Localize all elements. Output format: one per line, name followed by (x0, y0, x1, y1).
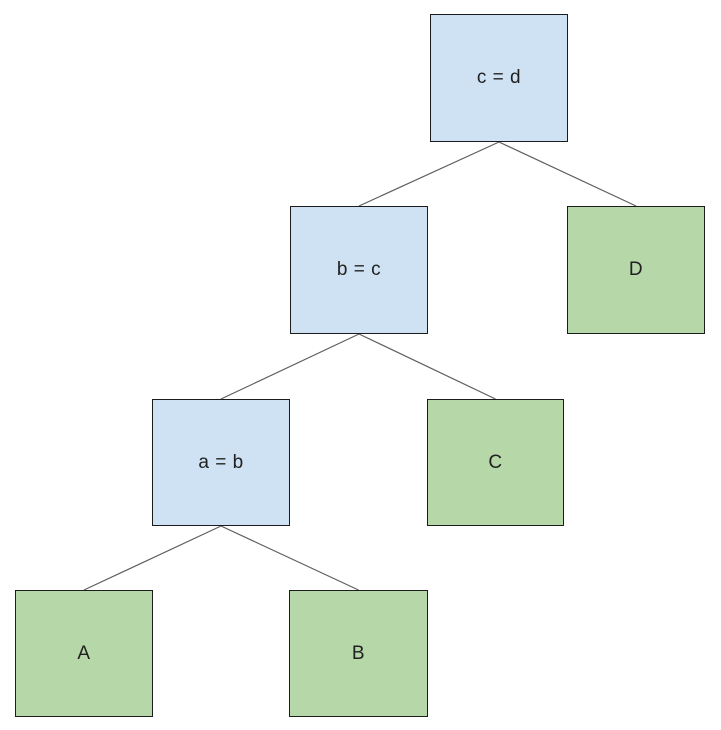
node-label: c = d (476, 67, 522, 88)
node-label: b = c (336, 259, 382, 280)
tree-edge-cd-bc (358, 141, 500, 207)
leaf-node-A[interactable]: A (15, 590, 153, 717)
node-label: A (77, 642, 91, 664)
node-label: C (488, 451, 503, 473)
leaf-node-D[interactable]: D (567, 206, 705, 334)
tree-edge-bc-C (358, 333, 496, 400)
node-label: a = b (198, 451, 244, 473)
leaf-node-B[interactable]: B (289, 590, 428, 717)
leaf-node-C[interactable]: C (427, 399, 564, 526)
tree-edge-ab-A (83, 525, 222, 591)
tree-edge-bc-ab (220, 333, 360, 400)
tree-edge-cd-D (498, 141, 637, 207)
tree-edge-ab-B (220, 525, 359, 591)
decision-node-bc[interactable]: b = c (290, 206, 428, 334)
node-label: B (351, 642, 366, 664)
decision-node-cd[interactable]: c = d (430, 14, 568, 142)
node-label: D (628, 259, 644, 280)
decision-node-ab[interactable]: a = b (152, 399, 290, 526)
